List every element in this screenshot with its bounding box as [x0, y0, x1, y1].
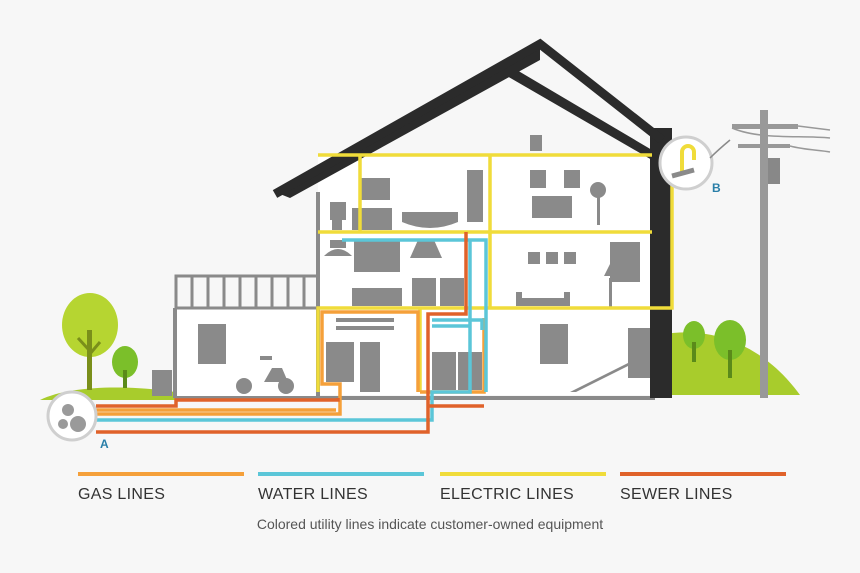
- legend-item-water: WATER LINES: [258, 472, 424, 504]
- utility-lines: [96, 153, 674, 434]
- sewer-line: [96, 232, 484, 434]
- sewer-swatch: [620, 472, 786, 476]
- marker-b-label: B: [712, 181, 721, 195]
- legend-item-electric: ELECTRIC LINES: [440, 472, 606, 504]
- tree-icon: [62, 293, 118, 390]
- tree-icon: [112, 346, 138, 388]
- power-pole-icon: [731, 110, 831, 398]
- legend-label: ELECTRIC LINES: [440, 486, 575, 503]
- legend-label: WATER LINES: [258, 486, 368, 503]
- water-swatch: [258, 472, 424, 476]
- legend-label: GAS LINES: [78, 486, 166, 503]
- washer-icon: [432, 352, 456, 390]
- legend: GAS LINES WATER LINES ELECTRIC LINES SEW…: [0, 472, 860, 512]
- sofa-icon: [516, 292, 570, 306]
- electric-line: [316, 153, 674, 392]
- bathtub-icon: [402, 212, 458, 228]
- meter-icon: [152, 370, 172, 396]
- interior-furniture: [152, 135, 650, 396]
- tree-icon: [683, 321, 705, 362]
- chimney: [650, 128, 672, 398]
- caption: Colored utility lines indicate customer-…: [256, 516, 604, 532]
- roof-peak: [272, 38, 665, 198]
- gas-swatch: [78, 472, 244, 476]
- legend-item-gas: GAS LINES: [78, 472, 244, 504]
- scooter-icon: [236, 356, 294, 394]
- tree-icon: [714, 320, 746, 378]
- legend-label: SEWER LINES: [620, 486, 733, 503]
- balcony-railing: [174, 274, 320, 310]
- service-marker-a: A: [46, 390, 109, 451]
- service-marker-b: B: [658, 135, 731, 195]
- roof: [275, 44, 652, 198]
- water-line: [96, 238, 488, 422]
- toilet-icon: [330, 202, 346, 230]
- electric-swatch: [440, 472, 606, 476]
- legend-item-sewer: SEWER LINES: [620, 472, 786, 504]
- marker-a-label: A: [100, 437, 109, 451]
